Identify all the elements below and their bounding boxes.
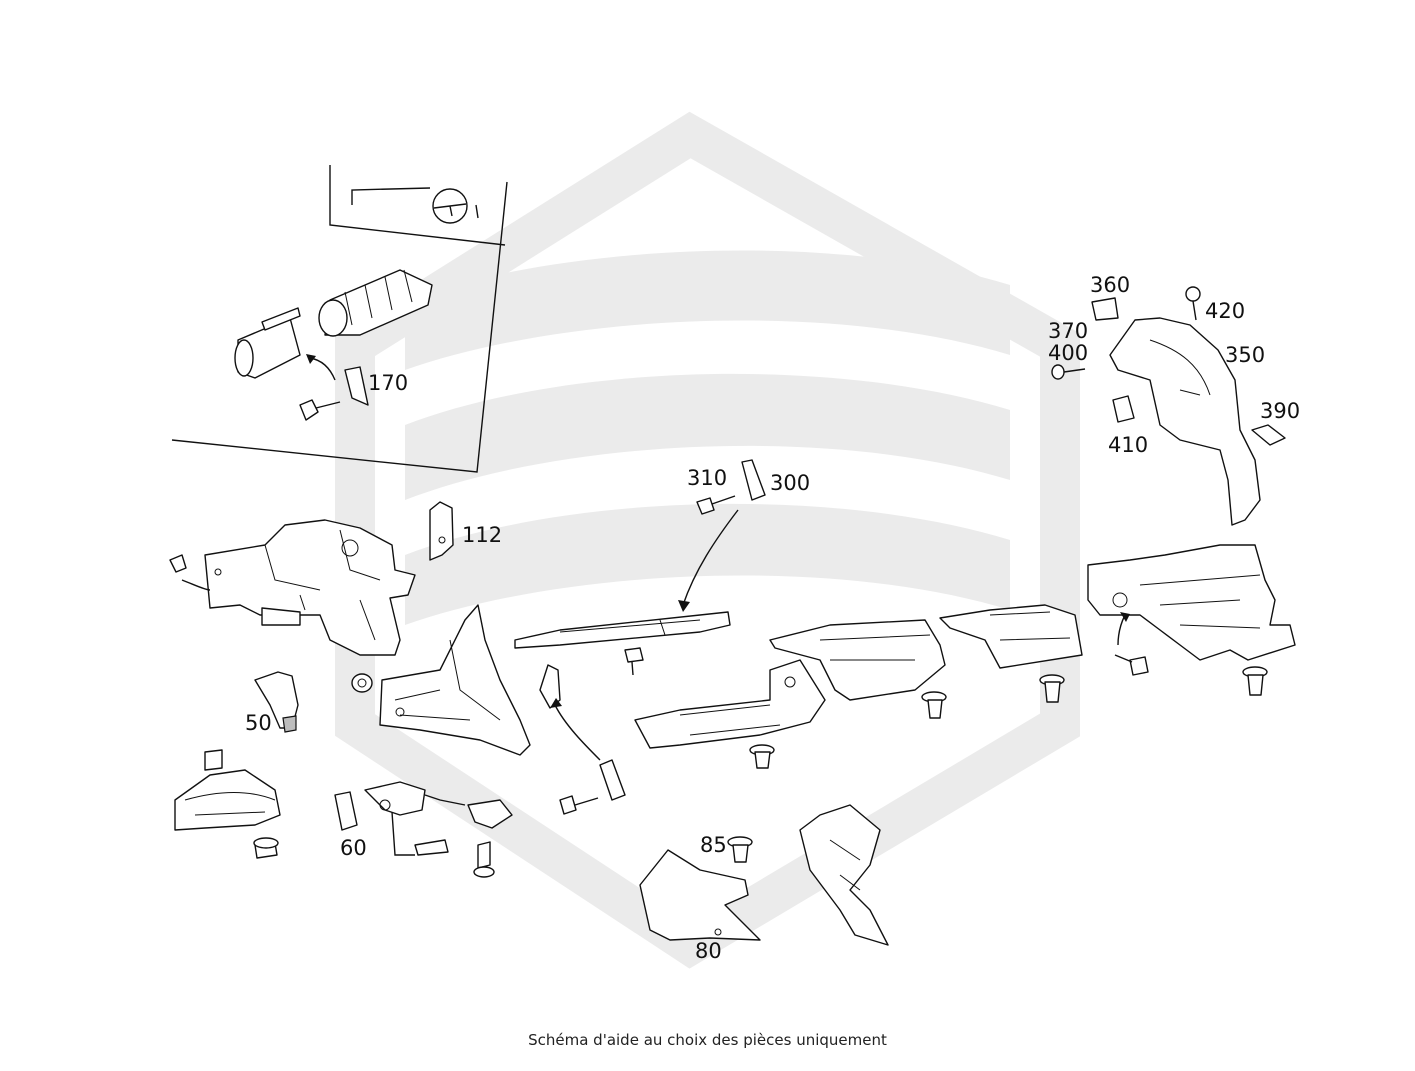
part-label-390[interactable]: 390 [1260,399,1300,423]
rear-heat-shield[interactable] [1087,544,1296,696]
clip-icon [169,554,211,591]
clip-bracket[interactable] [539,664,626,815]
part-400-screw[interactable] [1051,364,1086,380]
part-label-360[interactable]: 360 [1090,273,1130,297]
part-label-50[interactable]: 50 [245,711,272,735]
part-label-310[interactable]: 310 [687,466,727,490]
center-heat-shield[interactable] [769,619,947,719]
part-390-nut[interactable] [1251,424,1286,446]
part-label-80[interactable]: 80 [695,939,722,963]
part-112[interactable] [429,501,454,561]
part-60[interactable] [334,781,513,878]
inset-detail-box [171,165,508,473]
floor-insulation-panel[interactable] [634,659,826,769]
part-420-screw[interactable] [1185,286,1201,321]
part-360-clip[interactable] [1091,297,1119,321]
part-label-410[interactable]: 410 [1108,433,1148,457]
part-label-420[interactable]: 420 [1205,299,1245,323]
steering-wheel-icon [432,188,468,224]
brand-logo-watermark [335,111,1080,969]
side-insulation-piece[interactable] [799,804,889,946]
tunnel-insulation[interactable] [379,604,531,756]
right-heat-shield[interactable] [939,604,1083,703]
part-80[interactable] [639,849,761,941]
left-insulation-panel[interactable] [204,519,416,656]
part-50[interactable] [254,671,299,733]
washer-icon [351,673,373,693]
steering-column[interactable] [318,269,433,337]
part-label-300[interactable]: 300 [770,471,810,495]
part-label-370[interactable]: 370 [1048,319,1088,343]
part-label-112[interactable]: 112 [462,523,502,547]
part-85[interactable] [727,836,753,863]
diagram-caption: Schéma d'aide au choix des pièces unique… [528,1031,887,1049]
part-label-60[interactable]: 60 [340,836,367,860]
part-label-400[interactable]: 400 [1048,341,1088,365]
part-label-170[interactable]: 170 [368,371,408,395]
bolt-icon [299,399,341,421]
part-label-85[interactable]: 85 [700,833,727,857]
cross-member-bar[interactable] [514,459,766,676]
part-410-nut[interactable] [1112,395,1135,423]
part-label-350[interactable]: 350 [1225,343,1265,367]
part-350[interactable] [1109,317,1261,526]
lower-left-panel[interactable] [174,749,281,859]
column-bracket[interactable] [234,307,301,379]
